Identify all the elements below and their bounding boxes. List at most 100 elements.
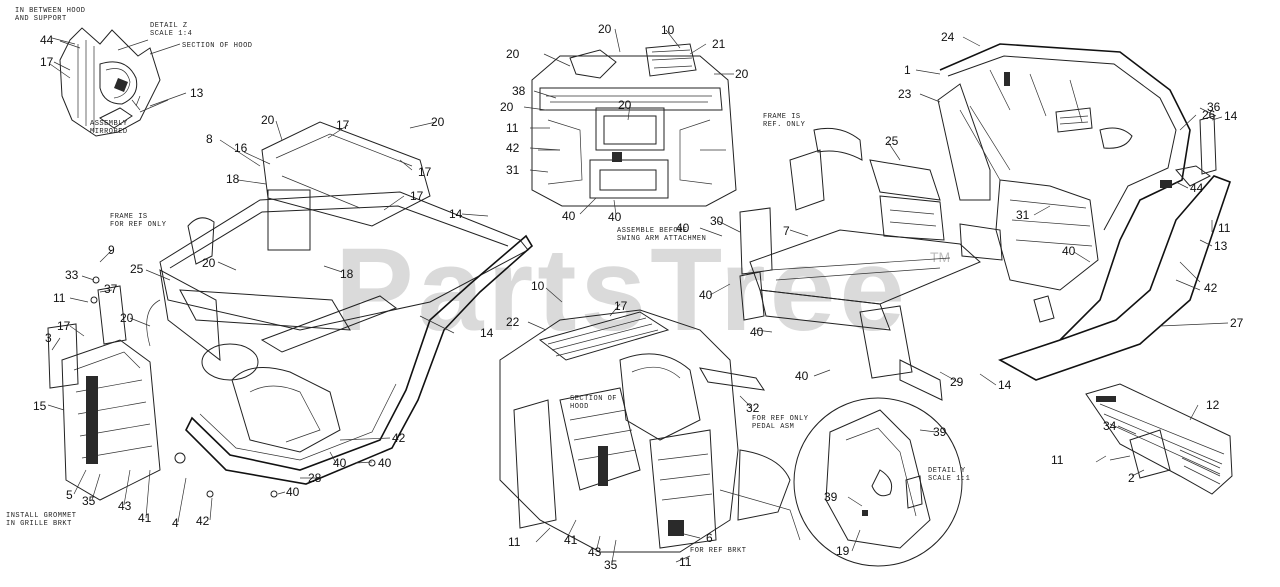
leader-lines — [47, 28, 1229, 563]
callout-2: 2 — [1128, 471, 1135, 485]
note-detail-y-2: SCALE 1:1 — [928, 475, 970, 483]
callout-28: 28 — [308, 471, 322, 485]
callout-37: 37 — [104, 282, 118, 296]
note-section-hood-center-1: SECTION OF — [570, 395, 617, 403]
callout-12: 12 — [1206, 398, 1220, 412]
callout-40-e: 40 — [608, 210, 622, 224]
callout-27: 27 — [1230, 316, 1244, 330]
callout-36: 36 — [1207, 100, 1221, 114]
note-assemble-before-2: SWING ARM ATTACHMEN — [617, 235, 706, 243]
watermark-text: PartsTree — [335, 224, 909, 356]
grille-drawing — [1085, 383, 1233, 495]
center-frame-drawing — [739, 127, 1003, 401]
callout-20-i: 20 — [618, 98, 632, 112]
callout-19: 19 — [836, 544, 850, 558]
callout-40-a: 40 — [333, 456, 347, 470]
callout-4: 4 — [172, 516, 179, 530]
right-body-drawing — [937, 43, 1232, 381]
callout-17-b: 17 — [336, 118, 350, 132]
callout-43-b: 43 — [588, 545, 602, 559]
callout-33: 33 — [65, 268, 79, 282]
callout-17-c: 17 — [418, 165, 432, 179]
callout-23: 23 — [898, 87, 912, 101]
callout-17-d: 17 — [410, 189, 424, 203]
callout-18-b: 18 — [340, 267, 354, 281]
callout-39-a: 39 — [933, 425, 947, 439]
note-between-hood-1: IN BETWEEN HOOD — [15, 7, 86, 15]
callout-9: 9 — [108, 243, 115, 257]
callout-17-e: 17 — [57, 319, 71, 333]
callout-40-h: 40 — [750, 325, 764, 339]
callout-44-b: 44 — [1190, 181, 1204, 195]
callout-11-a: 11 — [53, 291, 66, 305]
left-assembly-drawing — [47, 121, 534, 501]
callout-16: 16 — [234, 141, 248, 155]
callout-31-b: 31 — [1016, 208, 1030, 222]
callout-32: 32 — [746, 401, 760, 415]
callout-3: 3 — [45, 331, 52, 345]
callout-8: 8 — [206, 132, 213, 146]
note-ref-brkt: FOR REF BRKT — [690, 547, 746, 555]
callout-40-g: 40 — [699, 288, 713, 302]
callout-40-j: 40 — [1062, 244, 1076, 258]
callout-17-f: 17 — [614, 299, 628, 313]
callout-39-b: 39 — [824, 490, 838, 504]
note-assemble-before-1: ASSEMBLE BEFORE — [617, 227, 688, 235]
callout-11-f: 11 — [1051, 453, 1064, 467]
note-frame-ref-left-2: FOR REF ONLY — [110, 221, 167, 229]
note-pedal-asm-1: FOR REF ONLY — [752, 415, 809, 423]
callout-20-e: 20 — [598, 22, 612, 36]
callout-40-c: 40 — [286, 485, 300, 499]
callout-42-a: 42 — [196, 514, 210, 528]
pedal-area-drawing — [499, 309, 801, 553]
note-install-grommet-1: INSTALL GROMMET — [6, 512, 77, 520]
note-assembly-mirrored-2: MIRRORED — [90, 128, 128, 136]
callout-11-e: 11 — [1218, 221, 1231, 235]
callout-7: 7 — [783, 224, 790, 238]
note-frame-ref-right-1: FRAME IS — [763, 113, 801, 121]
callout-5: 5 — [66, 488, 73, 502]
callout-1: 1 — [904, 63, 911, 77]
callout-13-b: 13 — [1214, 239, 1228, 253]
callout-42-d: 42 — [1204, 281, 1218, 295]
callout-11-c: 11 — [508, 535, 521, 549]
callout-24: 24 — [941, 30, 955, 44]
callout-26: 26 — [1202, 108, 1216, 122]
callout-38: 38 — [512, 84, 526, 98]
callout-42-b: 42 — [392, 431, 406, 445]
callout-18-a: 18 — [226, 172, 240, 186]
callout-6: 6 — [706, 531, 713, 545]
callout-14-b: 14 — [480, 326, 494, 340]
callout-20-b: 20 — [431, 115, 445, 129]
callout-14-a: 14 — [449, 207, 463, 221]
note-frame-ref-left-1: FRAME IS — [110, 213, 148, 221]
callout-11-d: 11 — [679, 555, 692, 569]
callout-25-b: 25 — [885, 134, 899, 148]
note-detail-z-1: DETAIL Z — [150, 22, 188, 30]
callout-17-a: 17 — [40, 55, 54, 69]
watermark-trademark: TM — [930, 249, 950, 265]
callout-14-d: 14 — [998, 378, 1012, 392]
note-install-grommet-2: IN GRILLE BRKT — [6, 520, 72, 528]
callout-40-d: 40 — [562, 209, 576, 223]
callout-44-a: 44 — [40, 33, 54, 47]
callout-34: 34 — [1103, 419, 1117, 433]
callout-42-c: 42 — [506, 141, 520, 155]
callout-20-d: 20 — [120, 311, 134, 325]
note-section-hood: SECTION OF HOOD — [182, 42, 253, 50]
callout-13-a: 13 — [190, 86, 204, 100]
note-between-hood-2: AND SUPPORT — [15, 15, 67, 23]
note-detail-z-2: SCALE 1:4 — [150, 30, 192, 38]
note-pedal-asm-2: PEDAL ASM — [752, 423, 794, 431]
callout-35-a: 35 — [82, 494, 96, 508]
callout-43-a: 43 — [118, 499, 132, 513]
callout-14-c: 14 — [1224, 109, 1238, 123]
callout-30: 30 — [710, 214, 724, 228]
callout-10-b: 10 — [531, 279, 545, 293]
detail-y-drawing — [793, 397, 963, 567]
callout-20-g: 20 — [735, 67, 749, 81]
callout-20-f: 20 — [506, 47, 520, 61]
callout-15: 15 — [33, 399, 47, 413]
callout-11-b: 11 — [506, 121, 519, 135]
